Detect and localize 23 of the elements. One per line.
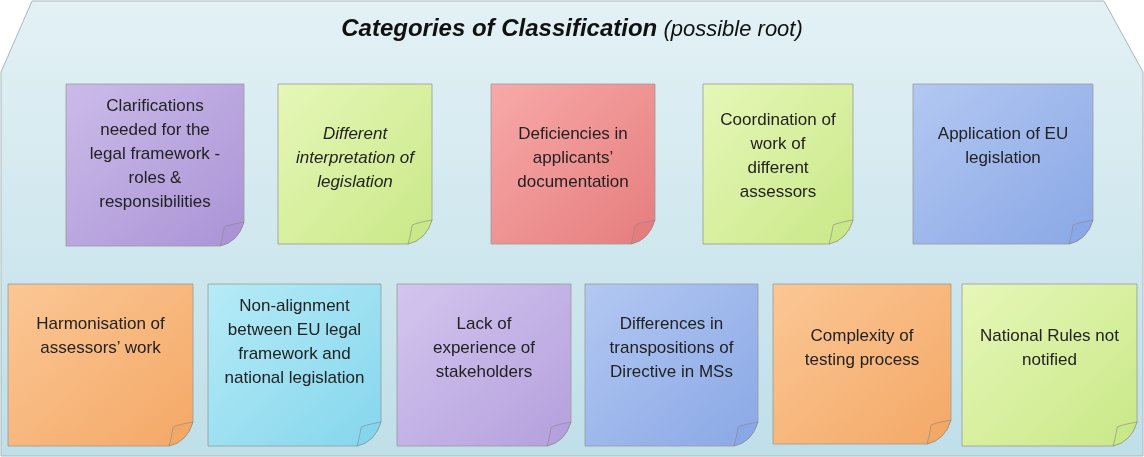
- sticky-note: [397, 284, 571, 446]
- sticky-note: [913, 84, 1093, 244]
- note-text: Deficiencies in applicants’ documentation: [516, 123, 630, 193]
- sticky-note: [278, 84, 432, 244]
- note-text: National Rules not notified: [979, 325, 1120, 371]
- sticky-note: [703, 84, 853, 244]
- note-text: Lack of experience of stakeholders: [431, 313, 537, 383]
- sticky-note: [962, 284, 1137, 446]
- sticky-note: [8, 284, 193, 446]
- note-text: Coordination of work of different assessors: [719, 109, 837, 203]
- note-text: Non-alignment between EU legal framework and national legislation: [224, 295, 365, 389]
- note-text: Complexity of testing process: [803, 325, 921, 371]
- sticky-note: [773, 284, 951, 444]
- note-text: Harmonisation of assessors’ work: [35, 313, 166, 359]
- sticky-note: [66, 84, 244, 246]
- note-text: Different interpretation of legislation: [294, 123, 416, 193]
- note-text: Clarifications needed for the legal framework - roles & responsibilities: [88, 95, 222, 213]
- note-text: Differences in transpositions of Directive in MSs: [608, 313, 735, 383]
- sticky-note: [208, 284, 381, 446]
- banner-title: Categories of Classification (possible root): [340, 14, 804, 42]
- note-text: Application of EU legislation: [936, 123, 1070, 169]
- sticky-note: [491, 84, 655, 244]
- sticky-note: [585, 284, 758, 446]
